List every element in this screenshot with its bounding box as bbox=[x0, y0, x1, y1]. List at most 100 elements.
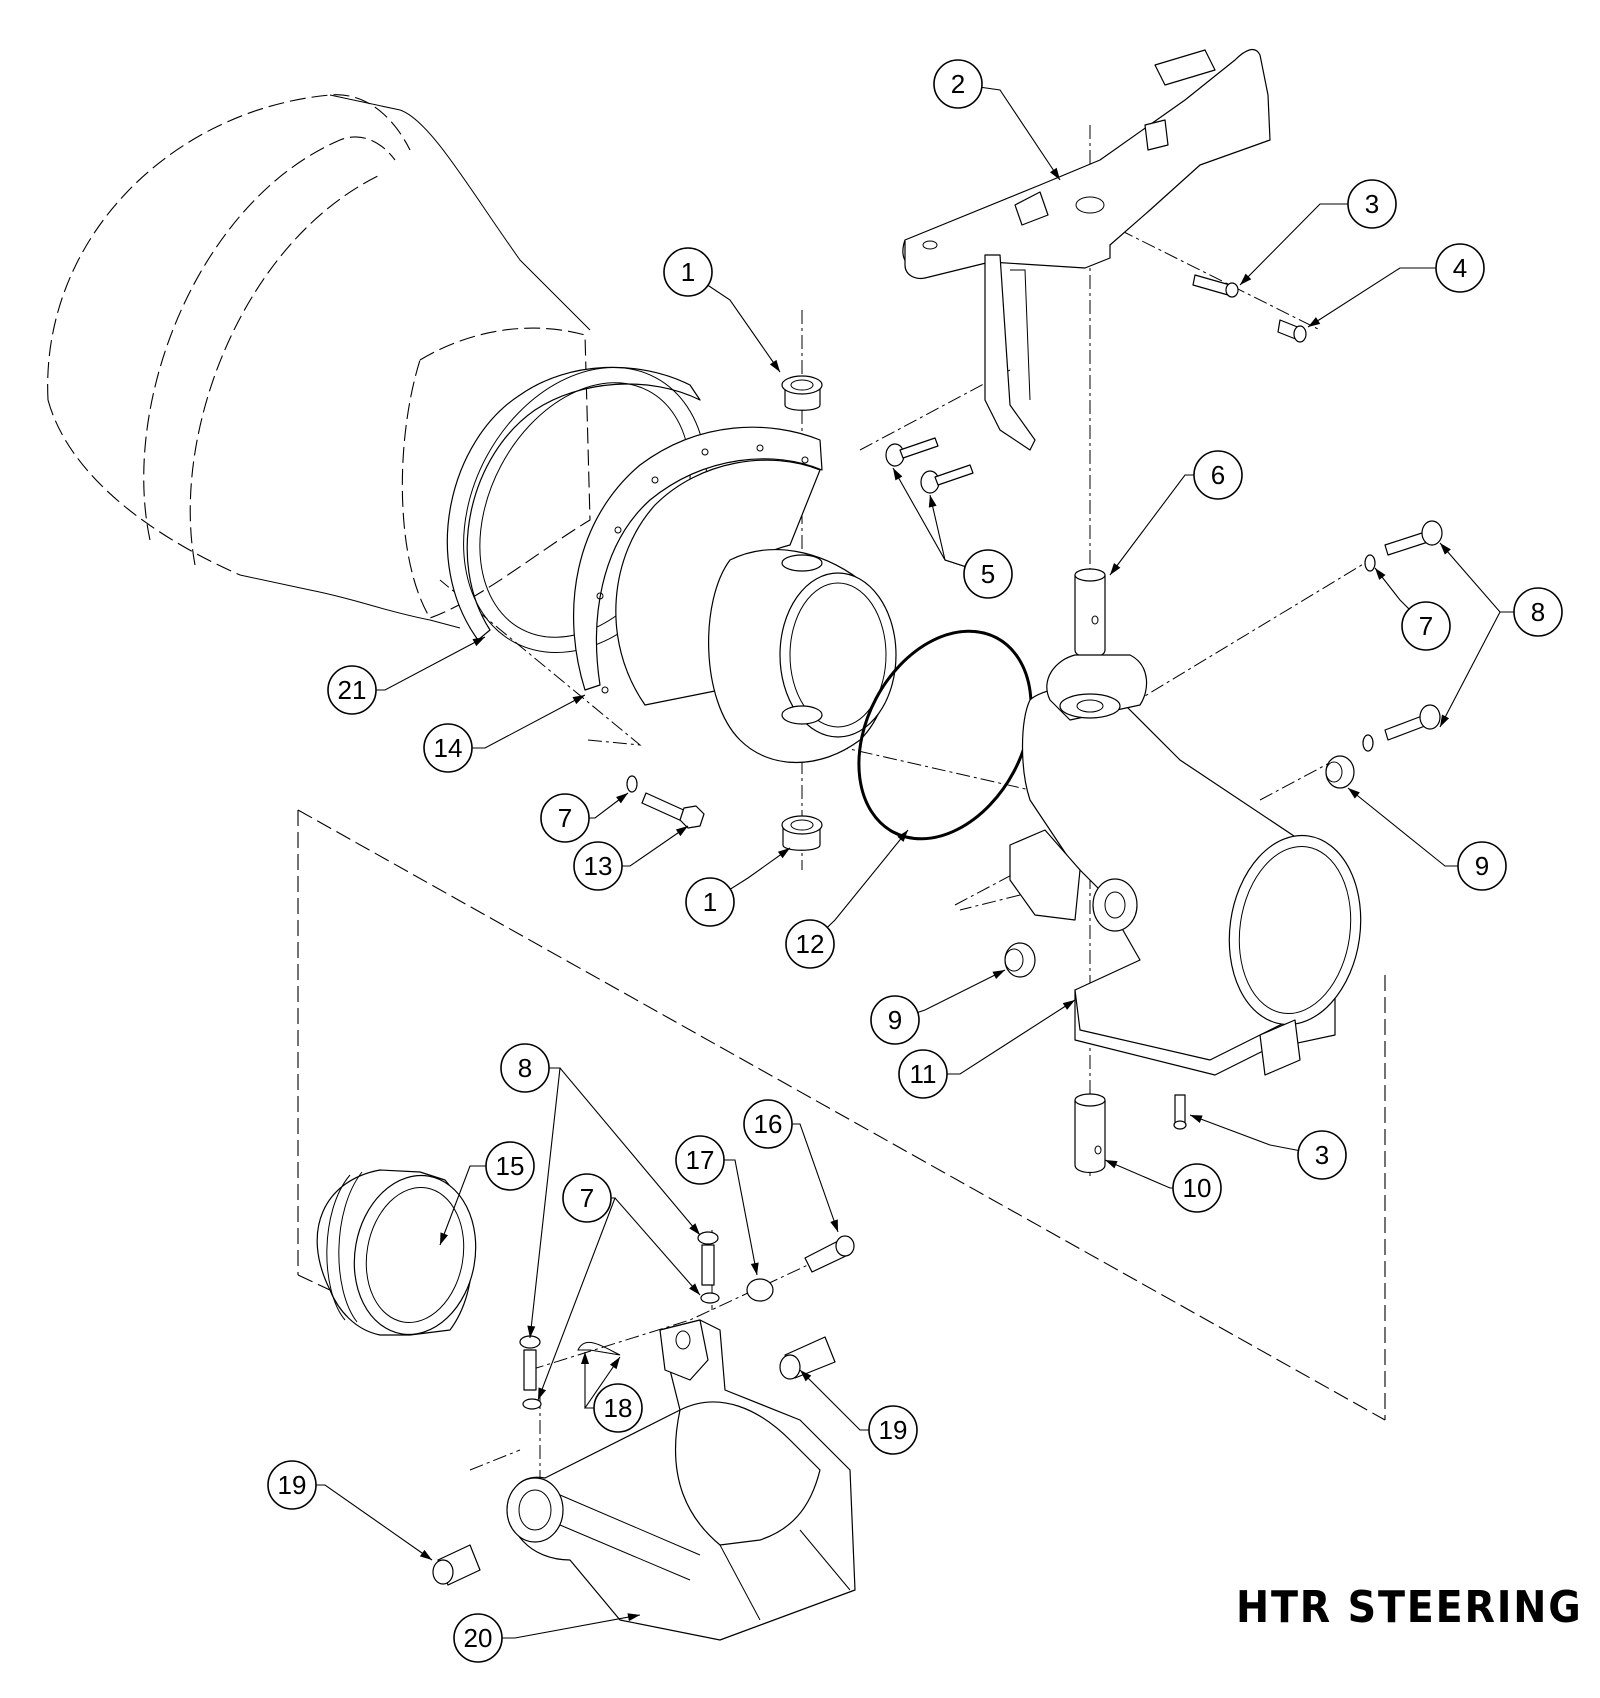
flange-hole bbox=[651, 476, 659, 484]
hex-bolt-13 bbox=[641, 792, 705, 829]
body-top-boss-hole bbox=[1076, 699, 1104, 713]
centerline-screws-upper bbox=[859, 369, 1011, 451]
arm-top-thickness bbox=[904, 240, 1111, 280]
plug-9-right-face bbox=[1325, 761, 1343, 783]
callout-number: 18 bbox=[604, 1393, 633, 1423]
callout-balloon-19: 19 bbox=[267, 1460, 317, 1510]
callout-balloon-16: 16 bbox=[743, 1099, 793, 1149]
callout-number: 4 bbox=[1453, 253, 1467, 283]
callout-number: 1 bbox=[703, 887, 717, 917]
arm-down-leg-edge bbox=[1010, 269, 1031, 401]
callout-circle bbox=[267, 1460, 317, 1510]
leader-c2-arrowhead bbox=[1050, 167, 1060, 180]
leader-c19b-arrowhead bbox=[419, 1549, 432, 1560]
ring-15-groove-2 bbox=[338, 1171, 363, 1323]
callout-circle bbox=[685, 877, 735, 927]
pin-10-top bbox=[1074, 1093, 1106, 1107]
cap-4-end bbox=[1293, 325, 1307, 343]
knuckle-lug-hole bbox=[675, 1330, 691, 1350]
callout-circle bbox=[453, 1613, 503, 1663]
leader-c7b-arrowhead bbox=[616, 793, 628, 804]
knuckle-20 bbox=[506, 1319, 856, 1641]
socket-screw-8-ll-thread bbox=[523, 1349, 537, 1391]
callout-number: 7 bbox=[580, 1183, 594, 1213]
socket-screw-8-upper-thread bbox=[1384, 531, 1429, 556]
knuckle-upper-lug bbox=[659, 1319, 709, 1381]
callout-balloon-7: 7 bbox=[562, 1173, 612, 1223]
callout-balloon-8: 8 bbox=[500, 1043, 550, 1093]
callout-balloon-21: 21 bbox=[327, 665, 377, 715]
leader-c14-arrowhead bbox=[572, 695, 585, 705]
phantom-drum-outer bbox=[47, 94, 411, 401]
bushing-1-lower bbox=[781, 815, 823, 851]
callout-number: 9 bbox=[888, 1005, 902, 1035]
callout-number: 15 bbox=[496, 1151, 525, 1181]
bearing-top-hole bbox=[781, 554, 823, 572]
leader-c8b-b bbox=[525, 1067, 561, 1339]
callout-balloon-15: 15 bbox=[485, 1141, 535, 1191]
washer-7-upper bbox=[1364, 554, 1376, 572]
callout-balloon-9: 9 bbox=[1457, 841, 1507, 891]
screw-5-b-thread bbox=[934, 464, 974, 486]
callout-balloon-5: 5 bbox=[963, 549, 1013, 599]
arm-tab-mid bbox=[1144, 119, 1169, 151]
centerline-bolt-upper bbox=[1129, 559, 1371, 706]
bushing-1-upper-bore bbox=[790, 379, 814, 391]
socket-screw-8-upper-head bbox=[1421, 520, 1443, 546]
callout-number: 17 bbox=[686, 1145, 715, 1175]
callout-circle bbox=[540, 793, 590, 843]
ring-15 bbox=[316, 1169, 477, 1336]
screw-5-a-thread bbox=[899, 437, 939, 459]
bearing-bore-inner bbox=[789, 582, 887, 728]
callout-balloon-7: 7 bbox=[540, 793, 590, 843]
centerline-bolt-lower bbox=[1259, 759, 1336, 801]
leader-c20-arrowhead bbox=[627, 1613, 640, 1622]
bearing-bottom-hole bbox=[781, 705, 823, 725]
callout-circle bbox=[562, 1173, 612, 1223]
knuckle-arm-eye bbox=[506, 1477, 564, 1543]
bushing-1-upper-flange bbox=[781, 375, 823, 395]
set-screw-3-upper bbox=[1192, 274, 1239, 298]
steering-arm-2 bbox=[902, 48, 1271, 451]
knuckle-saddle bbox=[674, 1401, 821, 1546]
callout-number: 14 bbox=[434, 733, 463, 763]
callout-balloon-3: 3 bbox=[1297, 1130, 1347, 1180]
washer-7-lower-left bbox=[522, 1398, 542, 1410]
leader-c15-arrowhead bbox=[440, 1232, 448, 1245]
flange-hole bbox=[601, 686, 609, 694]
leader-lines bbox=[292, 83, 1538, 1639]
bearing-bore-outer bbox=[779, 572, 897, 738]
leader-c7c-arrowhead bbox=[689, 1283, 700, 1295]
washer-7-lower bbox=[1362, 734, 1374, 752]
drawing-title: HTR STEERING bbox=[1236, 1582, 1583, 1633]
pin-10-body bbox=[1074, 1099, 1106, 1174]
steering-body-11 bbox=[1009, 654, 1362, 1076]
callout-balloon-6: 6 bbox=[1193, 450, 1243, 500]
callout-balloon-1: 1 bbox=[663, 247, 713, 297]
knuckle-arm-edges bbox=[559, 1494, 701, 1581]
gasket-ring-outer bbox=[446, 366, 701, 641]
plug-9-left-body bbox=[1004, 942, 1036, 978]
callout-circle bbox=[675, 1135, 725, 1185]
callout-circle bbox=[1172, 1163, 1222, 1213]
ring-15-groove-1 bbox=[326, 1174, 351, 1321]
callout-number: 21 bbox=[338, 675, 367, 705]
washer-7-flange bbox=[626, 775, 638, 793]
leader-c5-b-arrowhead bbox=[928, 495, 937, 508]
callout-balloon-20: 20 bbox=[453, 1613, 503, 1663]
plug-9-left bbox=[1004, 942, 1036, 978]
callout-circle bbox=[423, 723, 473, 773]
socket-screw-8-lower-left bbox=[519, 1335, 542, 1410]
callout-circle bbox=[1401, 601, 1451, 651]
callout-circle bbox=[933, 59, 983, 109]
cap-17 bbox=[746, 1278, 774, 1302]
callout-number: 11 bbox=[910, 1059, 937, 1089]
callout-circle bbox=[785, 919, 835, 969]
callout-balloon-13: 13 bbox=[573, 841, 623, 891]
callout-number: 2 bbox=[951, 69, 965, 99]
screw-5-a bbox=[885, 437, 939, 467]
callout-balloon-8: 8 bbox=[1513, 587, 1563, 637]
callout-circle bbox=[1435, 243, 1485, 293]
leader-c1b-arrowhead bbox=[777, 848, 790, 859]
